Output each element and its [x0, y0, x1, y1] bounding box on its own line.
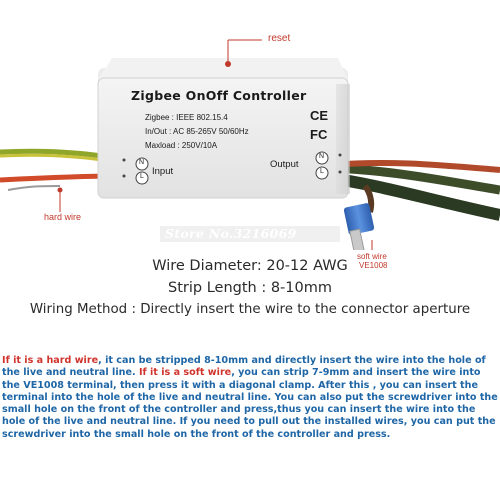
- product-photo: [0, 39, 500, 250]
- input-terminal-n: N: [139, 159, 145, 166]
- hard-wire-callout: [57, 187, 63, 212]
- controller-box: [97, 58, 350, 199]
- store-watermark: Store No.3216069: [165, 226, 297, 241]
- output-terminal-n: N: [319, 153, 325, 160]
- soft-wire-text: , you can strip 7-9mm and insert the wir…: [2, 367, 498, 440]
- device-spec-inout: In/Out : AC 85-265V 50/60Hz: [145, 127, 249, 136]
- hard-wire-heading: If it is a hard wire: [2, 355, 99, 366]
- hard-wire-label: hard wire: [44, 212, 82, 222]
- device-title: Zigbee OnOff Controller: [131, 88, 307, 103]
- soft-wire-label: soft wire: [357, 252, 387, 261]
- input-terminal-l: L: [140, 173, 144, 180]
- fc-mark: FC: [310, 127, 328, 142]
- output-terminals: [315, 151, 342, 180]
- device-spec-zigbee: Zigbee : IEEE 802.15.4: [145, 113, 228, 122]
- soft-wire-heading: If it is a soft wire: [138, 367, 232, 379]
- ve1008-label: VE1008: [359, 261, 388, 270]
- input-label: Input: [152, 166, 174, 177]
- reset-label: reset: [268, 33, 291, 44]
- watermark-band: [160, 226, 340, 242]
- wire-diameter-line: Wire Diameter: 20-12 AWG: [152, 258, 348, 274]
- output-label: Output: [270, 159, 299, 170]
- wiring-method-line: Wiring Method : Directly insert the wire…: [29, 302, 471, 317]
- hard-wire-text: , it can be stripped 8-10mm and directly…: [2, 355, 486, 379]
- reset-callout: [225, 39, 262, 67]
- input-terminals: [122, 157, 149, 185]
- strip-length-line: Strip Length : 8-10mm: [168, 280, 332, 296]
- wiring-instructions: If it is a hard wire, it can be stripped…: [2, 355, 498, 441]
- ce-mark: CE: [310, 108, 329, 123]
- device-spec-maxload: Maxload : 250V/10A: [145, 141, 218, 150]
- ve1008-ferrule: [343, 203, 375, 250]
- output-terminal-l: L: [320, 168, 324, 175]
